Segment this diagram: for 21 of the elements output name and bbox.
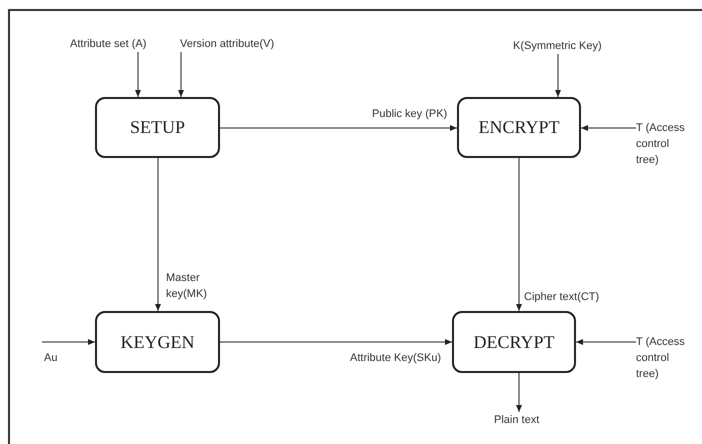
- arrow: [220, 125, 458, 131]
- process-box: ENCRYPT: [457, 97, 581, 158]
- arrow: [178, 52, 184, 98]
- process-box: SETUP: [95, 97, 220, 158]
- arrow: [220, 339, 452, 345]
- arrow: [516, 372, 522, 412]
- arrow: [155, 158, 161, 312]
- input-label: Version attribute(V): [180, 36, 292, 52]
- input-label: T (Access control tree): [636, 334, 694, 382]
- input-label: Attribute set (A): [70, 36, 166, 52]
- arrow: [576, 339, 636, 345]
- process-box: KEYGEN: [95, 311, 220, 373]
- process-box: DECRYPT: [452, 311, 576, 373]
- arrow: [555, 54, 561, 98]
- arrow: [42, 339, 96, 345]
- input-label: Plain text: [494, 412, 546, 428]
- input-label: K(Symmetric Key): [513, 38, 613, 54]
- arrow: [516, 158, 522, 312]
- arrow: [580, 125, 636, 131]
- arrow: [135, 52, 141, 98]
- input-label: T (Access control tree): [636, 120, 694, 168]
